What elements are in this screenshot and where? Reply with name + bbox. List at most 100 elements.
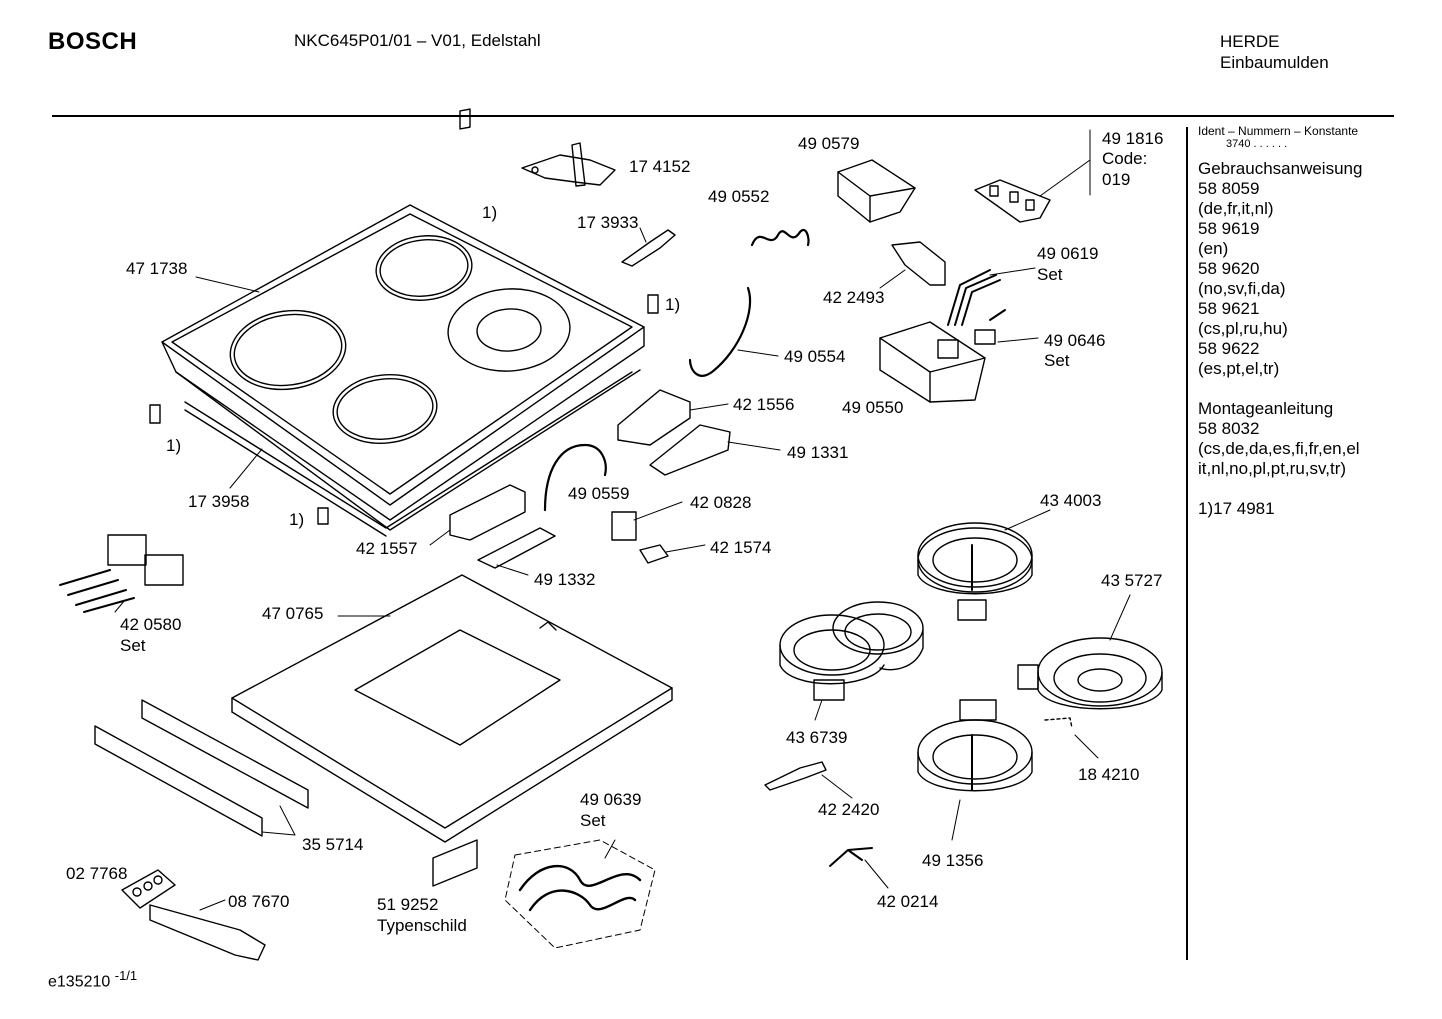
ident-constant: 3740 . . . . . .: [1226, 138, 1288, 150]
part-label: 42 2420: [818, 800, 880, 819]
part-label: 49 0554: [784, 347, 846, 366]
bracket-174152: [521, 142, 616, 187]
heater-491356: [917, 699, 1033, 841]
doc-line: 58 9622: [1198, 339, 1260, 358]
part-label: 42 0214: [877, 892, 939, 911]
doc-line: (es,pt,el,tr): [1198, 359, 1280, 378]
part-label: 17 3933: [577, 213, 639, 232]
doc-line: it,nl,no,pl,pt,ru,sv,tr): [1198, 459, 1347, 478]
doc-line: 58 9619: [1198, 219, 1260, 238]
part-label: 42 1557: [356, 539, 418, 558]
diagram-code-id: e135210: [48, 973, 111, 991]
doc-line: 58 9621: [1198, 299, 1260, 318]
header-divider: [52, 115, 1394, 117]
wiring-490619: [947, 267, 1036, 326]
mounting-rails: [94, 699, 309, 837]
doc-line: 58 8032: [1198, 419, 1260, 438]
relay-420828: [611, 501, 683, 541]
sidebar-divider: [1186, 127, 1188, 960]
brand-logo: BOSCH: [48, 28, 138, 55]
housing-490550: [879, 321, 986, 403]
diagram-code: e135210 -1/1: [48, 968, 137, 991]
part-label: 49 0639: [580, 790, 642, 809]
part-421574: [639, 544, 706, 564]
part-label: 49 0559: [568, 484, 630, 503]
board-491816: [974, 129, 1091, 223]
clip-parts: [149, 108, 659, 525]
cable-490559: [543, 443, 607, 512]
category-line-2: Einbaumulden: [1220, 53, 1329, 72]
connector-490646: [974, 309, 1039, 345]
part-label: 49 0646: [1044, 331, 1106, 350]
box-490579: [837, 159, 916, 223]
board-491331: [649, 424, 781, 476]
part-label: 49 1331: [787, 443, 849, 462]
harness-490639: [504, 839, 656, 949]
part-label: 49 0619: [1037, 244, 1099, 263]
bottom-pan: [231, 574, 673, 843]
part-label: 019: [1102, 170, 1131, 189]
doc-line: 58 8059: [1198, 179, 1260, 198]
part-184210: [1044, 717, 1099, 759]
diagram-page: -1/1: [114, 968, 138, 983]
ident-header: Ident – Nummern – Konstante: [1198, 124, 1359, 138]
ident-sidebar: Ident – Nummern – Konstante 3740 . . . .…: [1198, 124, 1362, 519]
part-label: 43 6739: [786, 728, 848, 747]
footnote-marker: 1): [482, 203, 498, 222]
part-label: 49 0579: [798, 134, 860, 153]
seal-frame: [184, 371, 633, 537]
part-label: 49 0552: [708, 187, 770, 206]
terminal-set-420580: [59, 534, 184, 613]
heater-436739: [779, 601, 924, 721]
part-label: 43 5727: [1101, 571, 1163, 590]
part-label: Set: [1037, 265, 1063, 284]
doc-line: (cs,pl,ru,hu): [1198, 319, 1288, 338]
footnote-marker: 1): [166, 436, 182, 455]
part-label: 51 9252: [377, 895, 439, 914]
part-label: Set: [120, 636, 146, 655]
part-label: Set: [1044, 351, 1070, 370]
doc-line: (en): [1198, 239, 1229, 258]
part-label: 47 1738: [126, 259, 188, 278]
part-label: 17 4152: [629, 157, 691, 176]
heater-434003: [917, 509, 1051, 621]
ceramic-hob-top: [161, 204, 645, 531]
part-label: Code:: [1102, 149, 1148, 168]
part-label: 18 4210: [1078, 765, 1140, 784]
board-491332: [477, 527, 556, 576]
doc-line: Gebrauchsanweisung: [1198, 159, 1363, 178]
module-421557: [429, 484, 526, 546]
sensor-422420: [764, 761, 853, 799]
module-421556: [617, 389, 729, 446]
part-label: 42 2493: [823, 288, 885, 307]
category-line-1: HERDE: [1220, 32, 1280, 51]
rating-plate: [432, 839, 478, 887]
doc-line: (de,fr,it,nl): [1198, 199, 1274, 218]
part-label: 47 0765: [262, 604, 324, 623]
part-label: 42 0580: [120, 615, 182, 634]
footnote-marker: 1): [665, 295, 681, 314]
part-label: 49 0550: [842, 398, 904, 417]
doc-line: 58 9620: [1198, 259, 1260, 278]
tool-027768: [121, 869, 266, 961]
footnote-marker: 1): [289, 510, 305, 529]
part-label: 42 1556: [733, 395, 795, 414]
part-label: 42 0828: [690, 493, 752, 512]
part-label: 49 1356: [922, 851, 984, 870]
part-label: 49 1332: [534, 570, 596, 589]
part-label: 43 4003: [1040, 491, 1102, 510]
category-block: HERDE Einbaumulden: [1220, 31, 1329, 73]
part-label: 08 7670: [228, 892, 290, 911]
doc-line: 1)17 4981: [1198, 499, 1275, 518]
part-label: 02 7768: [66, 864, 128, 883]
part-label: 35 5714: [302, 835, 364, 854]
bracket-422493: [879, 241, 946, 289]
doc-line: (cs,de,da,es,fi,fr,en,el: [1198, 439, 1360, 458]
heater-435727: [1017, 594, 1163, 710]
model-title: NKC645P01/01 – V01, Edelstahl: [294, 31, 541, 50]
part-label: Typenschild: [377, 916, 467, 935]
doc-line: Montageanleitung: [1198, 399, 1334, 418]
part-label: 17 3958: [188, 492, 250, 511]
part-420214: [829, 847, 889, 889]
